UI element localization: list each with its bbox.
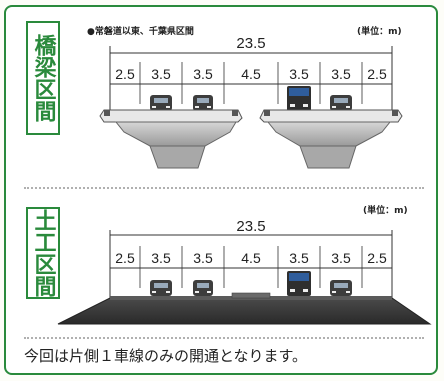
section-label-bridge: 橋梁区間 bbox=[26, 21, 60, 135]
footer-divider bbox=[24, 337, 424, 339]
section-divider bbox=[24, 187, 424, 189]
region-note: ●常磐道以東、千葉県区間 bbox=[87, 27, 194, 37]
unit-label-top: (単位：m) bbox=[357, 27, 402, 37]
footer-note: 今回は片側１車線のみの開通となります。 bbox=[24, 347, 308, 365]
section-label-earthwork: 土工区間 bbox=[26, 207, 60, 299]
page-frame bbox=[4, 5, 438, 375]
unit-label-bottom: (単位：m) bbox=[363, 206, 408, 216]
